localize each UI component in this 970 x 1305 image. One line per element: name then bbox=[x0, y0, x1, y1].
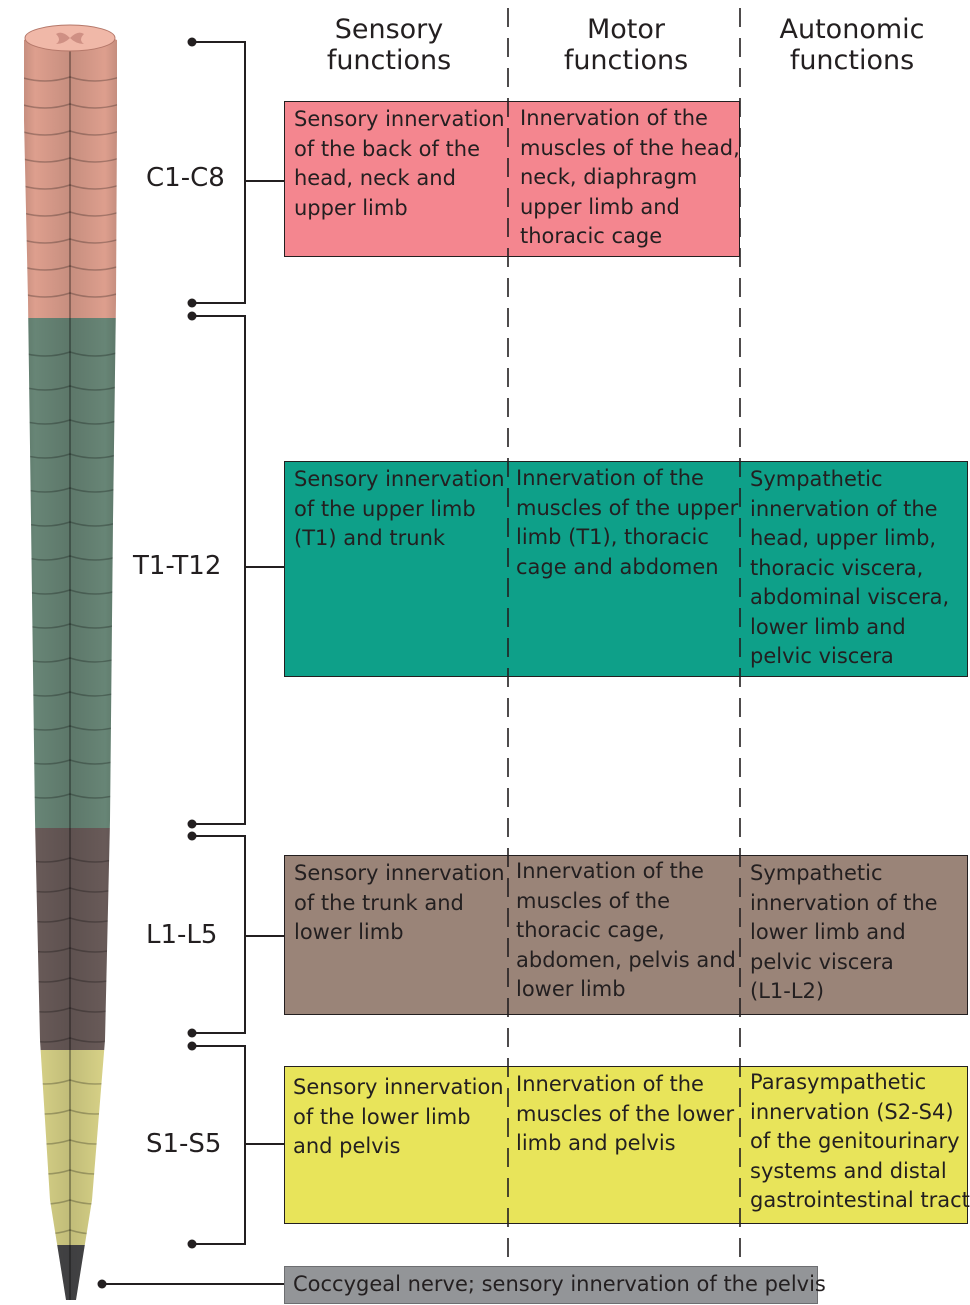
coccygeal-nerve-box: Coccygeal nerve; sensory innervation of … bbox=[284, 1266, 818, 1304]
